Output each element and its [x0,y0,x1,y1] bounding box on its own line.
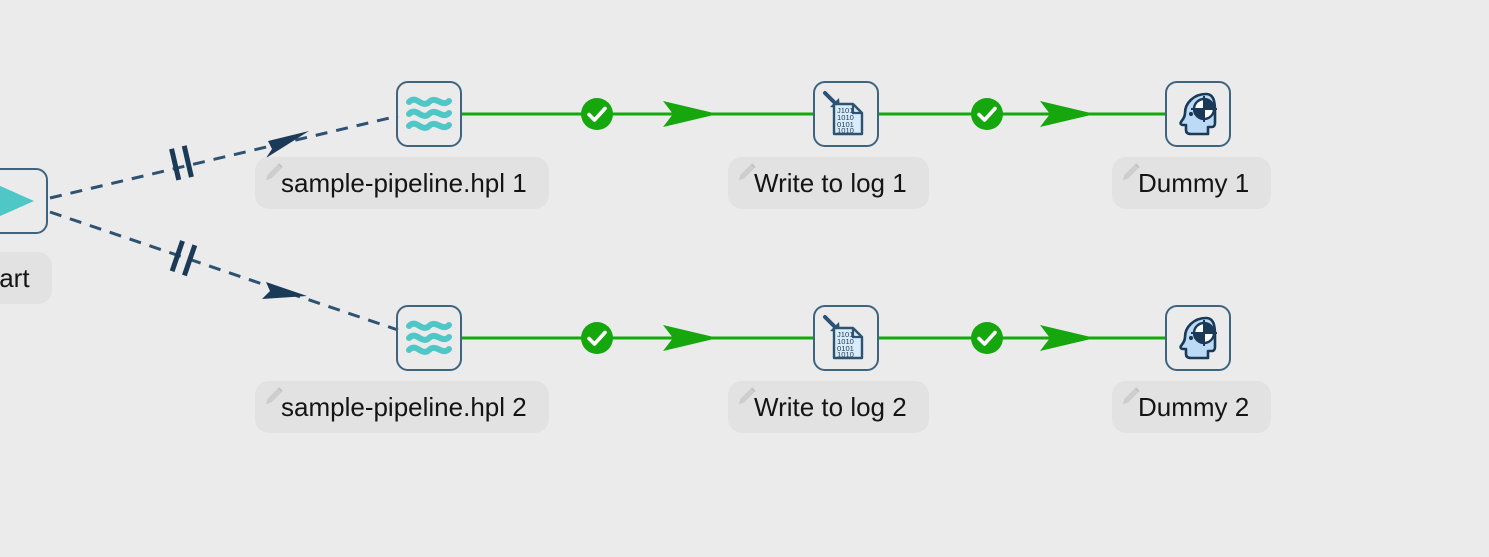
hop-arrowhead-green-icon [663,101,718,127]
hop-arrowhead-green-icon [1040,101,1095,127]
node-label-dummy-1[interactable]: Dummy 1 [1112,157,1272,209]
pencil-edit-icon [738,387,756,405]
node-pipeline-1[interactable] [396,81,462,147]
pipeline-waves-icon [406,96,452,131]
svg-text:J101: J101 [837,330,853,339]
dummy-head-target-icon [1179,92,1217,136]
node-label-write-to-log-2[interactable]: Write to log 2 [728,381,929,433]
hop-start-to-pipeline-2[interactable] [49,210,399,332]
hop-pipeline-1-to-write-to-log-1[interactable] [462,101,813,127]
svg-text:1010: 1010 [837,113,854,122]
parallel-hash-marks-icon [169,145,194,181]
node-label-pipeline-1[interactable]: sample-pipeline.hpl 1 [255,157,549,209]
node-pipeline-2[interactable] [396,305,462,371]
node-label-text: sample-pipeline.hpl 2 [281,392,527,422]
svg-text:1010: 1010 [837,350,854,359]
write-to-log-icon: J101 1010 0101 1010 [823,315,864,360]
svg-text:1010: 1010 [837,337,854,346]
status-badge-success[interactable] [970,97,1004,131]
status-badge-success[interactable] [580,97,614,131]
hop-write-to-log-1-to-dummy-1[interactable] [879,101,1165,127]
node-write-to-log-2[interactable]: J101 1010 0101 1010 [813,305,879,371]
hop-arrowhead-green-icon [663,325,718,351]
node-label-text: tart [0,263,30,293]
pencil-edit-icon [738,163,756,181]
pencil-edit-icon [265,387,283,405]
hop-pipeline-2-to-write-to-log-2[interactable] [462,325,813,351]
node-label-start[interactable]: tart [0,252,52,304]
status-badge-success[interactable] [580,321,614,355]
svg-text:1010: 1010 [837,126,854,135]
node-label-text: sample-pipeline.hpl 1 [281,168,527,198]
node-label-text: Dummy 2 [1138,392,1250,422]
dummy-head-target-icon [1179,316,1217,360]
node-label-dummy-2[interactable]: Dummy 2 [1112,381,1272,433]
play-triangle-icon [0,185,34,217]
node-write-to-log-1[interactable]: J101 1010 0101 1010 [813,81,879,147]
node-label-text: Dummy 1 [1138,168,1250,198]
node-label-text: Write to log 2 [754,392,907,422]
svg-text:0101: 0101 [837,344,854,353]
pencil-edit-icon [1122,387,1140,405]
node-label-write-to-log-1[interactable]: Write to log 1 [728,157,929,209]
hop-line-dashed [49,210,399,332]
svg-text:0101: 0101 [837,120,854,129]
status-badge-success[interactable] [970,321,1004,355]
hop-arrowhead-navy-icon [262,282,307,299]
node-dummy-2[interactable] [1165,305,1231,371]
node-label-pipeline-2[interactable]: sample-pipeline.hpl 2 [255,381,549,433]
node-start[interactable] [0,168,48,234]
write-to-log-icon: J101 1010 0101 1010 [823,91,864,136]
svg-text:J101: J101 [837,106,853,115]
hop-arrowhead-green-icon [1040,325,1095,351]
pipeline-waves-icon [406,320,452,355]
pencil-edit-icon [1122,163,1140,181]
node-label-text: Write to log 1 [754,168,907,198]
pencil-edit-icon [265,163,283,181]
hop-write-to-log-2-to-dummy-2[interactable] [879,325,1165,351]
node-dummy-1[interactable] [1165,81,1231,147]
hop-arrowhead-navy-icon [266,131,309,158]
parallel-hash-marks-icon [169,240,198,277]
